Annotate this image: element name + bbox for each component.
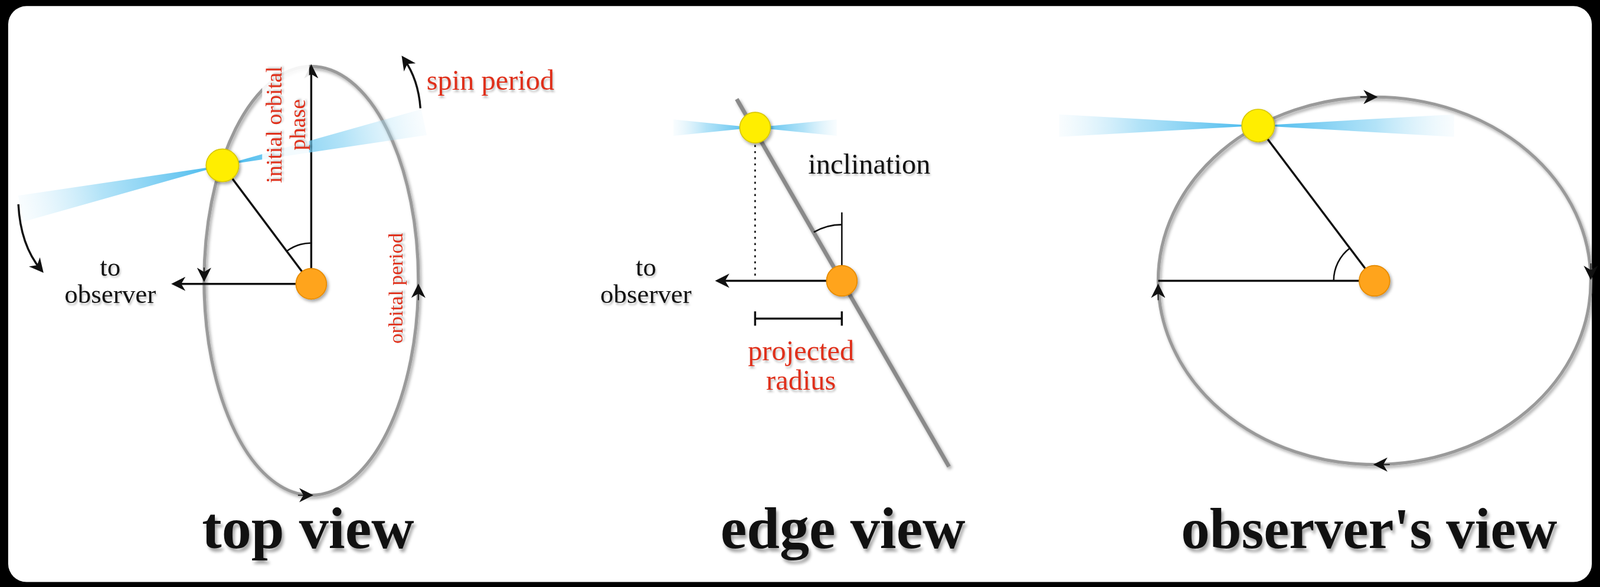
orbit-plane-edge: [736, 99, 950, 467]
observer-view-figure: [1059, 96, 1592, 464]
orbit-arrow: [1360, 96, 1374, 98]
angle-arc: [813, 224, 843, 232]
pulsar: [205, 148, 239, 182]
direction-label: to observer: [59, 252, 162, 309]
reference-line: [1157, 279, 1375, 282]
panel: [8, 5, 1592, 582]
spin-arrow: [18, 204, 41, 270]
orbit-arrow: [1590, 263, 1592, 276]
panel-title: top view: [201, 497, 414, 560]
panel-title: observer's view: [1180, 498, 1557, 559]
orbit-arrow: [298, 494, 310, 496]
parameter-label: projected radius: [734, 335, 868, 396]
pulsar: [1241, 109, 1275, 142]
top-view-figure: [18, 59, 427, 495]
pulsar: [739, 112, 771, 143]
dimension-bracket: [754, 311, 842, 326]
companion-star: [1359, 265, 1390, 297]
companion-star: [295, 268, 327, 300]
radius-line: [1258, 126, 1375, 281]
orbit-arrow: [203, 267, 205, 278]
orbit-arrow: [1377, 463, 1390, 466]
orbit-arrow: [417, 288, 420, 301]
angle-label: inclination: [807, 148, 931, 179]
parameter-label: spin period: [426, 64, 555, 96]
parameter-label: orbital period: [385, 232, 407, 343]
panel-title: edge view: [720, 497, 966, 560]
edge-view-figure: [673, 99, 950, 467]
companion-star: [826, 265, 857, 297]
projection-line: [754, 145, 757, 278]
observer-arrow: [175, 282, 312, 285]
orbit-ellipse: [1157, 96, 1591, 464]
reference-line: [310, 68, 313, 284]
spin-arrow: [404, 59, 421, 109]
angle-arc: [286, 242, 312, 251]
observer-arrow: [719, 279, 842, 282]
pulsar-beam: [18, 109, 427, 222]
angle-arc: [1333, 247, 1350, 281]
direction-label: to observer: [594, 252, 698, 309]
orbit-arrow: [1157, 288, 1159, 301]
parameter-label: initial orbital phase: [262, 44, 310, 206]
